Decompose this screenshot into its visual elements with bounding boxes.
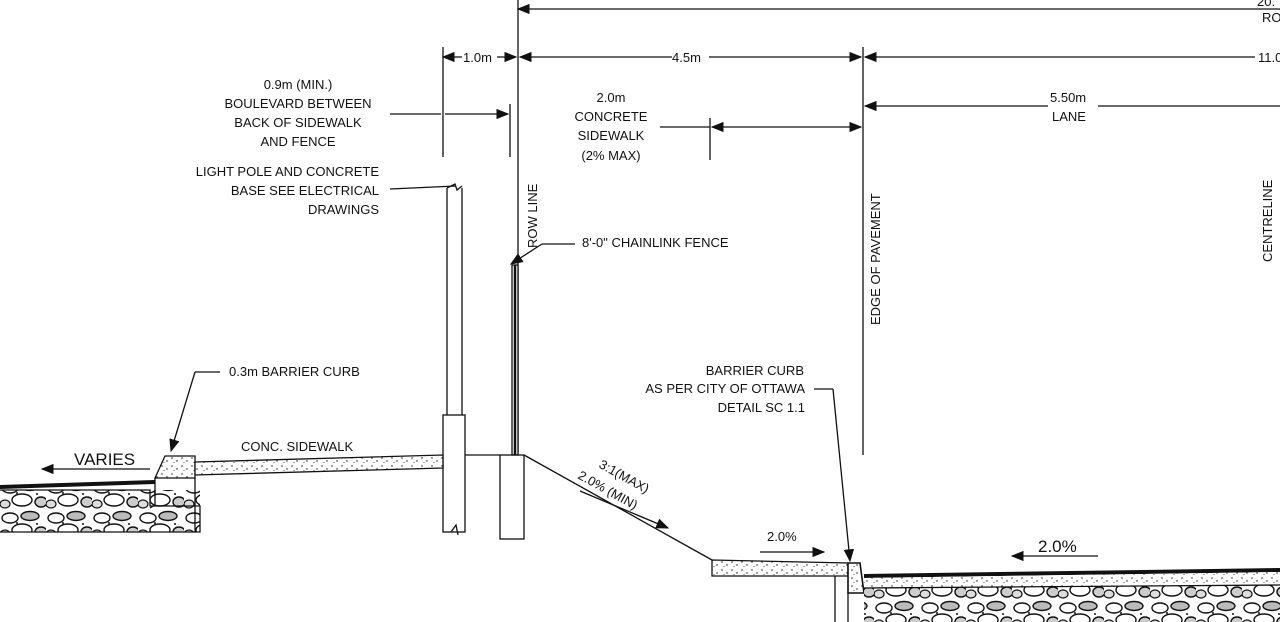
svg-text:0.9m (MIN.): 0.9m (MIN.) bbox=[264, 77, 333, 92]
fence-note: 8'-0" CHAINLINK FENCE bbox=[582, 235, 729, 250]
right-curb-note: BARRIER CURB AS PER CITY OF OTTAWA DETAI… bbox=[645, 363, 855, 563]
chainlink-fence: 8'-0" CHAINLINK FENCE bbox=[499, 235, 729, 540]
varies-indicator: VARIES bbox=[40, 450, 150, 475]
embankment-slope: 3:1(MAX) 2.0% (MIN) bbox=[523, 454, 713, 561]
svg-text:AS PER CITY OF OTTAWA: AS PER CITY OF OTTAWA bbox=[645, 381, 805, 396]
svg-text:CONCRETE: CONCRETE bbox=[575, 109, 648, 124]
top-total-label: 20. bbox=[1257, 0, 1275, 9]
edge-of-pavement-label: EDGE OF PAVEMENT bbox=[868, 193, 883, 325]
lane-dimension: 5.50m LANE bbox=[863, 90, 1280, 124]
boulevard-note: 0.9m (MIN.) BOULEVARD BETWEEN BACK OF SI… bbox=[224, 77, 511, 157]
left-curb-note: 0.3m BARRIER CURB bbox=[169, 364, 360, 453]
right-partial-dimension: 11.0 bbox=[1258, 50, 1280, 65]
boulevard-dimension: 1.0m bbox=[463, 50, 492, 65]
svg-text:BARRIER CURB: BARRIER CURB bbox=[706, 363, 804, 378]
svg-text:BOULEVARD BETWEEN: BOULEVARD BETWEEN bbox=[224, 96, 371, 111]
svg-text:LIGHT POLE AND CONCRETE: LIGHT POLE AND CONCRETE bbox=[196, 164, 380, 179]
sidewalk-note: 2.0m CONCRETE SIDEWALK (2% MAX) bbox=[575, 90, 863, 163]
svg-text:(2% MAX): (2% MAX) bbox=[581, 148, 640, 163]
gutter-slope-label: 2.0% bbox=[767, 529, 797, 544]
svg-text:0.3m BARRIER CURB: 0.3m BARRIER CURB bbox=[229, 364, 360, 379]
svg-text:DETAIL SC 1.1: DETAIL SC 1.1 bbox=[718, 400, 805, 415]
lane-label: LANE bbox=[1052, 109, 1086, 124]
top-dimension-total: 20. RO bbox=[516, 0, 1280, 25]
gutter-section: 2.0% bbox=[711, 529, 865, 622]
svg-text:AND FENCE: AND FENCE bbox=[260, 134, 335, 149]
svg-text:2.0m: 2.0m bbox=[597, 90, 626, 105]
row-line-label: ROW LINE bbox=[525, 183, 540, 248]
sidewalk-zone-dimension: 4.5m bbox=[672, 50, 701, 65]
right-pavement-section: 2.0% bbox=[863, 537, 1280, 622]
top-total-suffix: RO bbox=[1262, 10, 1280, 25]
svg-text:VARIES: VARIES bbox=[74, 450, 135, 469]
left-ground-section bbox=[0, 454, 500, 533]
svg-text:BASE SEE ELECTRICAL: BASE SEE ELECTRICAL bbox=[231, 183, 379, 198]
lane-slope-label: 2.0% bbox=[1038, 537, 1077, 556]
dimension-row-2: 1.0m 4.5m 11.0 bbox=[441, 47, 1280, 455]
svg-text:DRAWINGS: DRAWINGS bbox=[308, 202, 379, 217]
svg-text:BACK OF SIDEWALK: BACK OF SIDEWALK bbox=[234, 115, 362, 130]
lane-width-label: 5.50m bbox=[1050, 90, 1086, 105]
svg-text:SIDEWALK: SIDEWALK bbox=[578, 128, 645, 143]
light-pole bbox=[442, 183, 466, 536]
light-pole-note: LIGHT POLE AND CONCRETE BASE SEE ELECTRI… bbox=[196, 164, 457, 217]
centreline-label: CENTRELINE bbox=[1260, 179, 1275, 262]
conc-sidewalk-label: CONC. SIDEWALK bbox=[241, 439, 354, 454]
